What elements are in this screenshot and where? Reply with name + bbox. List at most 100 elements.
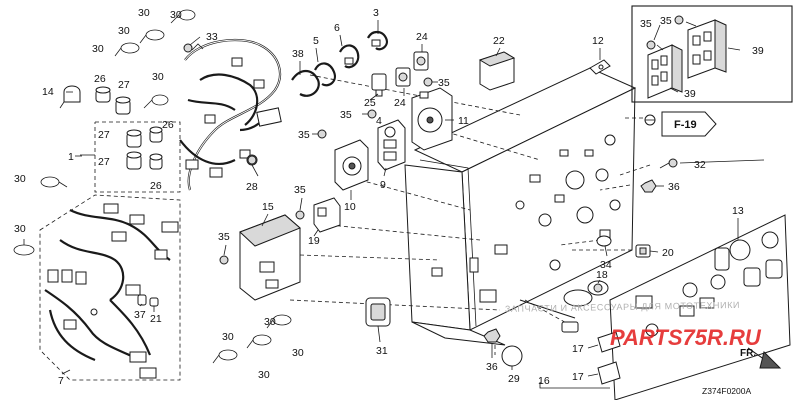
cover-29 (501, 345, 523, 367)
callout-35: 35 (298, 129, 310, 141)
callout-3: 3 (373, 7, 379, 19)
grommet-31 (365, 297, 391, 327)
callout-38: 38 (292, 48, 304, 60)
callout-12: 12 (592, 35, 604, 47)
nut-36a (640, 179, 657, 193)
callout-35: 35 (640, 18, 652, 30)
callout-26: 26 (162, 119, 174, 131)
callout-4: 4 (376, 115, 382, 127)
grommet-set (95, 86, 163, 170)
callout-25: 25 (364, 97, 376, 109)
nut-36b (483, 328, 501, 343)
callout-17: 17 (572, 371, 584, 383)
callout-30: 30 (222, 331, 234, 343)
callout-20: 20 (662, 247, 674, 259)
callout-27: 27 (98, 156, 110, 168)
circuit-breaker-10 (334, 139, 369, 191)
callout-13: 13 (732, 205, 744, 217)
leader-lines (61, 20, 765, 389)
callout-30: 30 (14, 223, 26, 235)
callout-26: 26 (150, 180, 162, 192)
plug-20 (635, 244, 651, 258)
brand-logo: PARTS75R.RU (610, 325, 762, 350)
callout-30: 30 (92, 43, 104, 55)
callout-36: 36 (668, 181, 680, 193)
callout-30: 30 (152, 71, 164, 83)
callout-15: 15 (262, 201, 274, 213)
screw-32 (659, 158, 678, 169)
callout-16: 16 (538, 375, 550, 387)
callout-30: 30 (170, 9, 182, 21)
screws-35 (219, 77, 433, 265)
connector-19 (313, 197, 341, 233)
callout-35: 35 (340, 109, 352, 121)
inset-receptacle-b (687, 19, 727, 79)
callout-30: 30 (118, 25, 130, 37)
cable-ties (13, 9, 292, 364)
wire-harness-lower (39, 194, 181, 381)
small-parts (137, 294, 159, 307)
bolt-33 (183, 43, 193, 53)
callout-1: 1 (68, 151, 74, 163)
watermark-text: ЗАПЧАСТИ И АКСЕССУАРЫ ДЛЯ МОТОТЕХНИКИ (505, 300, 740, 314)
front-direction-indicator: FR. (740, 347, 782, 369)
callout-30: 30 (292, 347, 304, 359)
callout-35: 35 (294, 184, 306, 196)
control-box-panel (404, 59, 637, 346)
assembly-lines (289, 74, 651, 355)
receptacle-11 (411, 87, 453, 151)
callout-7: 7 (58, 375, 64, 387)
callout-30: 30 (14, 173, 26, 185)
callout-30: 30 (138, 7, 150, 19)
callout-24: 24 (416, 31, 428, 43)
callout-11: 11 (458, 115, 469, 127)
relay-22 (478, 51, 516, 91)
callout-27: 27 (98, 129, 110, 141)
callout-32: 32 (694, 159, 706, 171)
callout-28: 28 (246, 181, 258, 193)
callout-39: 39 (752, 45, 764, 57)
callout-30: 30 (264, 316, 276, 328)
callout-6: 6 (334, 22, 340, 34)
inset-receptacle-a (647, 44, 683, 99)
receptacle-9 (377, 119, 406, 171)
callout-9: 9 (380, 179, 386, 191)
callout-14: 14 (42, 86, 54, 98)
bolt-28 (247, 155, 257, 165)
callout-37: 37 (134, 309, 146, 321)
callout-21: 21 (150, 313, 162, 325)
callout-27: 27 (118, 79, 130, 91)
front-direction-label: FR. (740, 348, 756, 359)
callout-35: 35 (218, 231, 230, 243)
callout-10: 10 (344, 201, 356, 213)
callout-17: 17 (572, 343, 584, 355)
wire-harness-upper (179, 38, 282, 191)
cap-34 (596, 235, 612, 247)
callout-31: 31 (376, 345, 388, 357)
group-bracket-1 (80, 121, 181, 193)
callout-24: 24 (394, 97, 406, 109)
callout-33: 33 (206, 31, 218, 43)
inset-box (631, 5, 793, 103)
wire-clamp (59, 85, 81, 109)
reference-tag: F-19 (674, 119, 697, 131)
callout-19: 19 (308, 235, 320, 247)
callout-30: 30 (258, 369, 270, 381)
jumper-wires (291, 30, 388, 97)
diagram-code: Z374F0200A (702, 386, 751, 396)
front-panel-13 (609, 214, 791, 400)
callout-29: 29 (508, 373, 520, 385)
callout-labels: 30 30 30 30 33 14 26 27 30 27 26 1 27 26… (14, 7, 764, 387)
callout-35: 35 (438, 77, 450, 89)
callout-18: 18 (596, 269, 608, 281)
ignition-switch (519, 280, 621, 385)
reference-arrow: F-19 (644, 111, 717, 137)
panel-holes (431, 134, 621, 303)
switches (371, 51, 429, 97)
control-module-15 (239, 214, 301, 301)
callout-26: 26 (94, 73, 106, 85)
callout-36: 36 (486, 361, 498, 373)
callout-34: 34 (600, 259, 612, 271)
callout-35: 35 (660, 15, 672, 27)
